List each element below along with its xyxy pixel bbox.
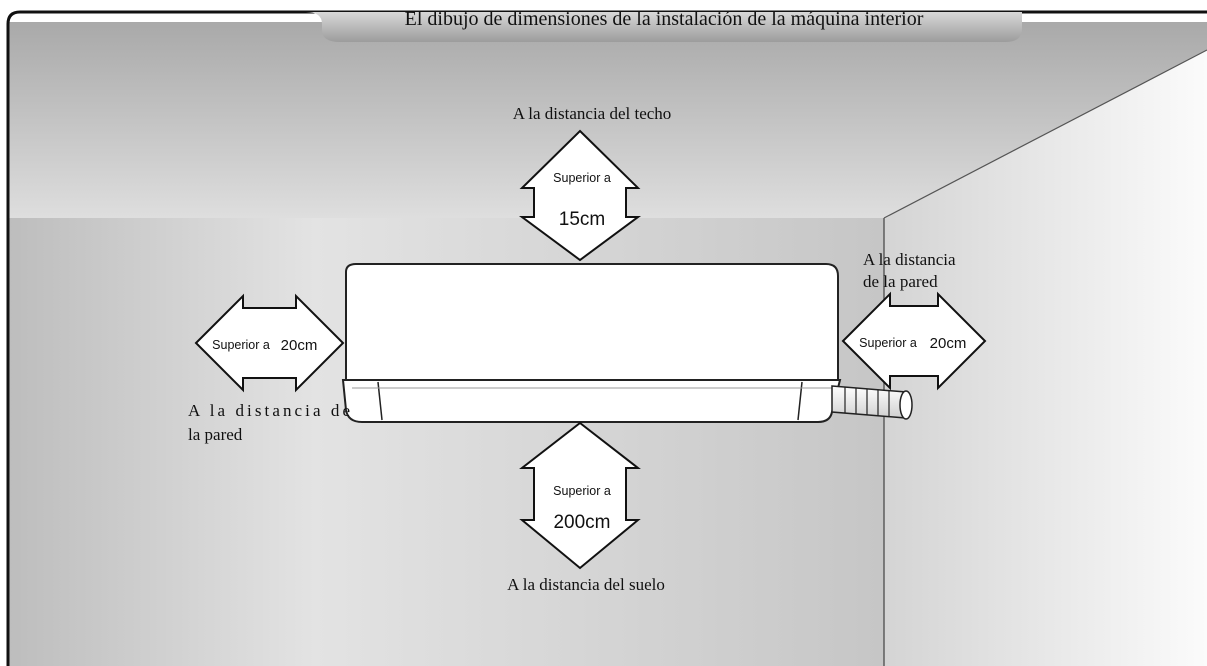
- frame-border: [6, 10, 1207, 666]
- top-clearance-value: 15cm: [559, 209, 605, 230]
- right-clearance-caption-line2: de la pared: [863, 272, 938, 291]
- left-clearance-caption-line1: A la distancia de: [188, 401, 350, 420]
- indoor-unit: [341, 263, 913, 423]
- right-clearance-prefix: Superior a: [859, 336, 917, 350]
- ceiling: [8, 22, 1207, 218]
- diagram-title: El dibujo de dimensiones de la instalaci…: [405, 8, 924, 30]
- top-clearance-caption: A la distancia del techo: [513, 104, 672, 123]
- bottom-clearance-arrow: [519, 421, 641, 570]
- right-clearance-value: 20cm: [930, 335, 967, 352]
- bottom-clearance-prefix: Superior a: [553, 484, 611, 498]
- left-clearance-prefix: Superior a: [212, 338, 270, 352]
- title-tab: [306, 12, 1022, 42]
- bottom-clearance-caption: A la distancia del suelo: [507, 575, 665, 594]
- right-clearance-arrow: [841, 291, 987, 391]
- right-clearance-caption-line1: A la distancia: [863, 250, 956, 269]
- ceiling-edge: [883, 49, 1207, 219]
- left-clearance-value: 20cm: [281, 337, 318, 354]
- top-clearance-prefix: Superior a: [553, 171, 611, 185]
- top-clearance-arrow: [518, 129, 642, 262]
- left-clearance-arrow: [194, 293, 345, 393]
- bottom-clearance-value: 200cm: [553, 512, 610, 533]
- right-wall: [884, 50, 1207, 666]
- left-clearance-caption-line2: la pared: [188, 425, 243, 444]
